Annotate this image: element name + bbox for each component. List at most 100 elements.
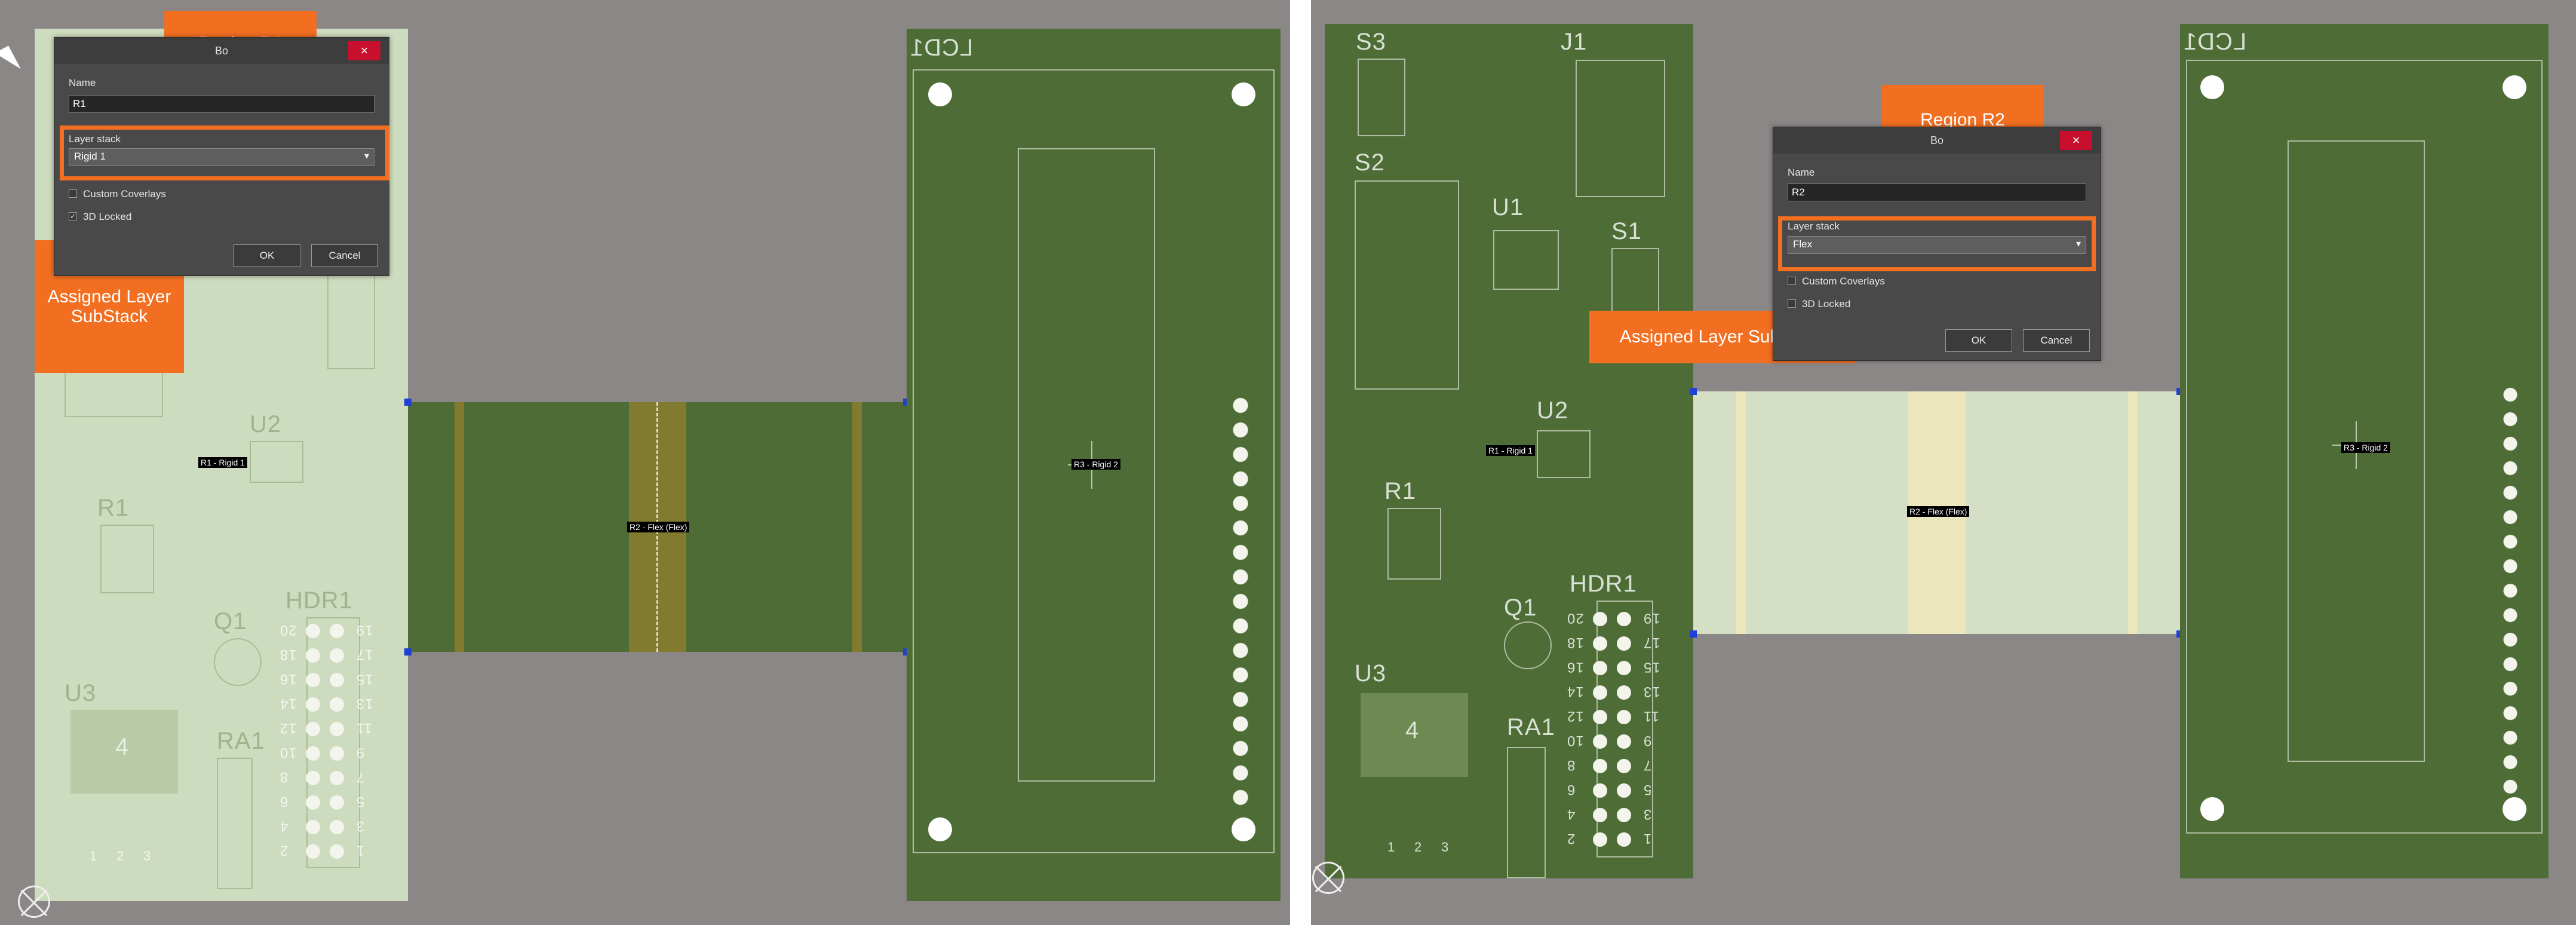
hdr1-pin-number: 8 — [1567, 757, 1576, 773]
right-flex-region-r2[interactable]: R2 - Flex (Flex) — [1693, 391, 2180, 634]
hdr1-pin-number: 16 — [1567, 659, 1584, 675]
hdr1-pin-number: 5 — [356, 794, 365, 810]
s3-designator: S3 — [1356, 29, 1386, 55]
hdr1-pin-number: 3 — [1643, 806, 1652, 822]
left-flex-vertex[interactable] — [404, 648, 412, 656]
name-label: Name — [1788, 167, 1815, 178]
right-board-r1[interactable]: S3 J1 S2 U1 S1 U2 R1 - Rigid 1 R1 Q1 HDR… — [1325, 24, 1693, 878]
locked-3d-checkbox[interactable] — [1788, 299, 1796, 308]
hdr1-pad — [1617, 636, 1631, 651]
hdr1-pad — [1593, 661, 1607, 675]
layer-stack-label: Layer stack — [69, 133, 121, 145]
hdr1-pad — [1617, 661, 1631, 675]
hdr1-pin-number: 14 — [280, 696, 297, 712]
locked-3d-checkbox[interactable]: ✓ — [69, 212, 77, 220]
hdr1-pin-number: 10 — [280, 745, 297, 761]
hdr1-pad — [306, 648, 320, 663]
layer-stack-select[interactable]: Rigid 1 ▾ — [69, 148, 374, 166]
dialog-title: Bo — [1773, 127, 2101, 154]
name-input[interactable] — [1788, 183, 2086, 201]
hdr1-pad — [330, 722, 344, 736]
custom-coverlays-checkbox[interactable] — [1788, 277, 1796, 285]
hdr1-pin-number: 17 — [356, 647, 373, 663]
locked-3d-label: 3D Locked — [1802, 298, 1851, 310]
hdr1-pad — [306, 697, 320, 712]
left-flex-vertex[interactable] — [404, 399, 412, 406]
j1-footprint — [1576, 60, 1665, 197]
hdr1-pad — [306, 624, 320, 638]
r1-footprint — [1387, 508, 1441, 580]
layer-stack-highlight — [60, 125, 389, 180]
hdr1-pad — [1593, 832, 1607, 847]
hdr1-pin-number: 18 — [280, 647, 297, 663]
lcd1-designator: LCD1 — [910, 35, 974, 61]
custom-coverlays-checkbox[interactable] — [69, 189, 77, 198]
j1-designator: J1 — [1561, 29, 1588, 55]
q1-footprint — [1504, 621, 1552, 669]
cancel-button[interactable]: Cancel — [2023, 329, 2090, 352]
ok-button[interactable]: OK — [1945, 329, 2012, 352]
hdr1-pad — [1617, 685, 1631, 700]
hdr1-designator: HDR1 — [1570, 571, 1637, 597]
hdr1-pad — [1617, 832, 1631, 847]
u2-footprint — [250, 441, 303, 483]
hdr1-pin-number: 8 — [280, 769, 288, 785]
cancel-button[interactable]: Cancel — [311, 244, 378, 267]
s3-footprint — [1358, 59, 1405, 136]
right-bend-line-3 — [2128, 391, 2138, 634]
mount-hole — [1232, 817, 1255, 841]
hdr1-pin-number: 19 — [1643, 610, 1660, 626]
hdr1-pin-number: 18 — [1567, 635, 1584, 651]
ra1-designator: RA1 — [217, 728, 265, 754]
ok-button[interactable]: OK — [234, 244, 300, 267]
left-pcb-view[interactable]: U2 R1 Q1 HDR1 U3 RA1 4 R1 - Rigid 1 R2 -… — [0, 0, 1290, 925]
q1-footprint — [214, 638, 262, 686]
hdr1-pad — [330, 795, 344, 810]
name-input[interactable] — [69, 95, 374, 113]
hdr1-pin-number: 15 — [356, 671, 373, 687]
right-flex-vertex[interactable] — [1690, 388, 1697, 395]
ra1-footprint — [217, 758, 253, 889]
ra1-designator: RA1 — [1507, 714, 1555, 740]
u1-designator: U1 — [1492, 194, 1524, 220]
q1-designator: Q1 — [214, 608, 247, 635]
region-r2-label: R2 - Flex (Flex) — [1907, 506, 1970, 517]
mount-hole — [2503, 75, 2526, 99]
right-flex-vertex[interactable] — [1690, 630, 1697, 638]
lcd1-outline — [913, 69, 1275, 853]
custom-coverlays-label: Custom Coverlays — [1802, 275, 1885, 287]
mount-hole — [1232, 82, 1255, 106]
hdr1-pin-number: 11 — [356, 720, 372, 736]
hdr1-pin-number: 20 — [1567, 610, 1584, 626]
dialog-title: Bo — [54, 38, 389, 64]
right-pcb-view[interactable]: S3 J1 S2 U1 S1 U2 R1 - Rigid 1 R1 Q1 HDR… — [1311, 0, 2576, 925]
q1-designator: Q1 — [1504, 595, 1537, 621]
hdr1-pad — [1617, 710, 1631, 724]
left-board-r3[interactable]: LCD1 R3 - Rigid 2 — [907, 29, 1281, 901]
layer-stack-select[interactable]: Flex ▾ — [1788, 236, 2086, 254]
hdr1-pin-number: 12 — [280, 720, 297, 736]
close-icon[interactable]: × — [348, 41, 380, 60]
hdr1-pad — [306, 673, 320, 687]
mount-hole — [2200, 797, 2224, 821]
mount-hole — [2503, 797, 2526, 821]
region-r3-label: R3 - Rigid 2 — [2341, 442, 2390, 453]
hdr1-pin-number: 14 — [1567, 684, 1584, 700]
hdr1-pad — [1593, 710, 1607, 724]
hdr1-pin-number: 1 — [356, 843, 365, 859]
left-flex-region-r2[interactable]: R2 - Flex (Flex) — [408, 402, 907, 652]
layer-stack-label: Layer stack — [1788, 220, 1840, 232]
hdr1-pad — [1593, 759, 1607, 773]
hdr1-pin-number: 2 — [280, 843, 288, 859]
right-board-r3[interactable]: LCD1 R3 - Rigid 2 — [2180, 24, 2549, 878]
left-bend-line-3 — [852, 402, 862, 652]
hdr1-pad — [330, 697, 344, 712]
close-icon[interactable]: × — [2060, 131, 2092, 150]
u2-designator: U2 — [1537, 397, 1569, 424]
lcd1-window — [2288, 140, 2425, 762]
left-bend-line-1 — [455, 402, 464, 652]
region-r1-label: R1 - Rigid 1 — [1486, 445, 1535, 456]
hdr1-pin-number: 6 — [1567, 782, 1576, 798]
s2-designator: S2 — [1355, 149, 1385, 176]
hdr1-pin-number: 13 — [1643, 684, 1660, 700]
